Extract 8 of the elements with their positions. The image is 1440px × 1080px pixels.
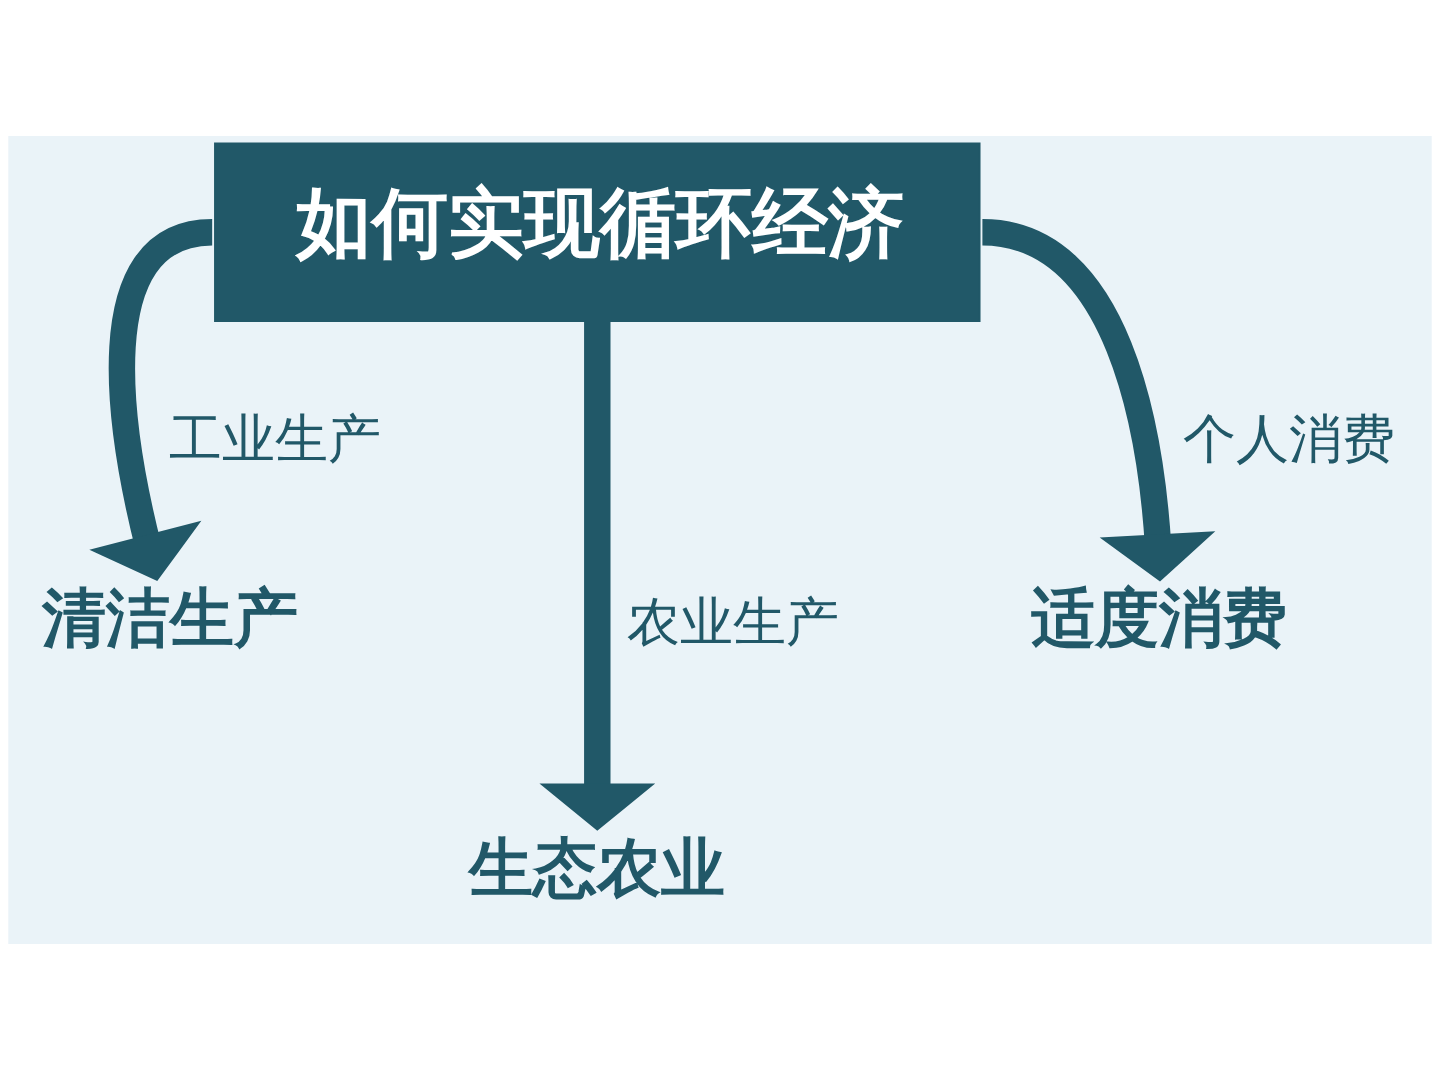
edge-label: 农业生产 [627,590,840,652]
arrow [539,321,656,831]
node-text: 清洁生产 [42,580,299,656]
edge-label: 工业生产 [168,407,381,469]
node-box: 如何实现循环经济 [214,142,981,322]
edge-label: 个人消费 [1182,407,1395,469]
node-text: 生态农业 [468,829,725,905]
node-text: 适度消费 [1031,580,1288,656]
